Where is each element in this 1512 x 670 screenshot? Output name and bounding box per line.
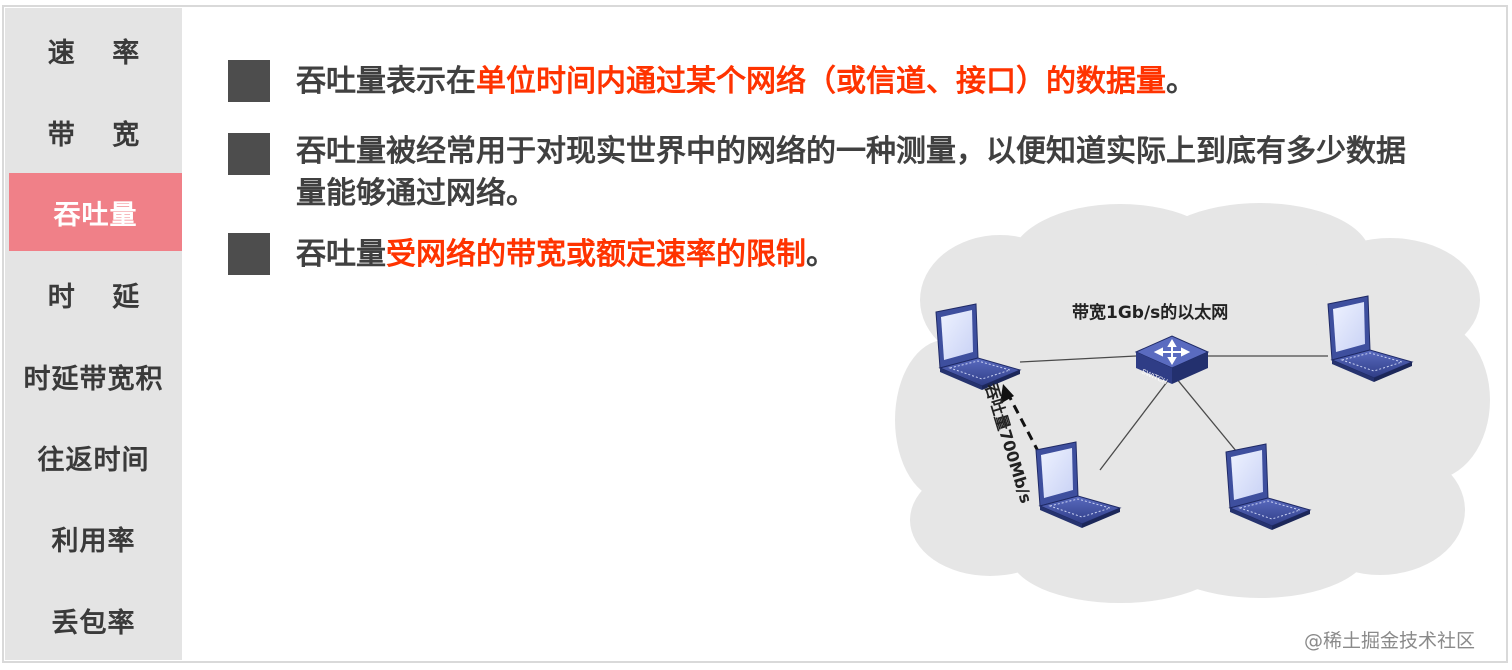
sidebar-item-packet-loss[interactable]: 丢包率	[51, 607, 136, 639]
point-1-after: 。	[1166, 64, 1196, 99]
point-2-line-2: 量能够通过网络。	[296, 176, 536, 211]
network-title: 带宽1Gb/s的以太网	[1072, 303, 1229, 323]
point-1-highlight: 单位时间内通过某个网络（或信道、接口）的数据量	[476, 64, 1166, 99]
sidebar-item-bandwidth[interactable]: 带 宽	[47, 119, 154, 151]
watermark: @稀土掘金技术社区	[1304, 630, 1476, 652]
sidebar-item-utilization[interactable]: 利用率	[51, 525, 136, 557]
point-3-highlight: 受网络的带宽或额定速率的限制	[386, 237, 806, 272]
sidebar-item-rate[interactable]: 速 率	[47, 37, 154, 69]
point-3-before: 吞吐量	[296, 237, 386, 272]
bullet-square-icon	[228, 60, 270, 102]
sidebar: 速 率 带 宽 吞吐量 时 延 时延带宽积 往返时间 利用率 丢包率	[5, 8, 182, 660]
sidebar-item-round-trip-time[interactable]: 往返时间	[37, 444, 150, 476]
bullet-square-icon	[228, 133, 270, 175]
sidebar-item-delay-bandwidth-product[interactable]: 时延带宽积	[23, 363, 164, 395]
point-3-text: 吞吐量受网络的带宽或额定速率的限制。	[296, 235, 836, 275]
bullet-square-icon	[228, 233, 270, 275]
point-2-line-1: 吞吐量被经常用于对现实世界中的网络的一种测量，以便知道实际上到底有多少数据	[296, 134, 1406, 169]
point-1-before: 吞吐量表示在	[296, 64, 476, 99]
point-3-after: 。	[806, 237, 836, 272]
point-1-text: 吞吐量表示在单位时间内通过某个网络（或信道、接口）的数据量。	[296, 62, 1196, 102]
sidebar-item-delay[interactable]: 时 延	[47, 281, 154, 313]
sidebar-item-throughput[interactable]: 吞吐量	[9, 173, 182, 251]
